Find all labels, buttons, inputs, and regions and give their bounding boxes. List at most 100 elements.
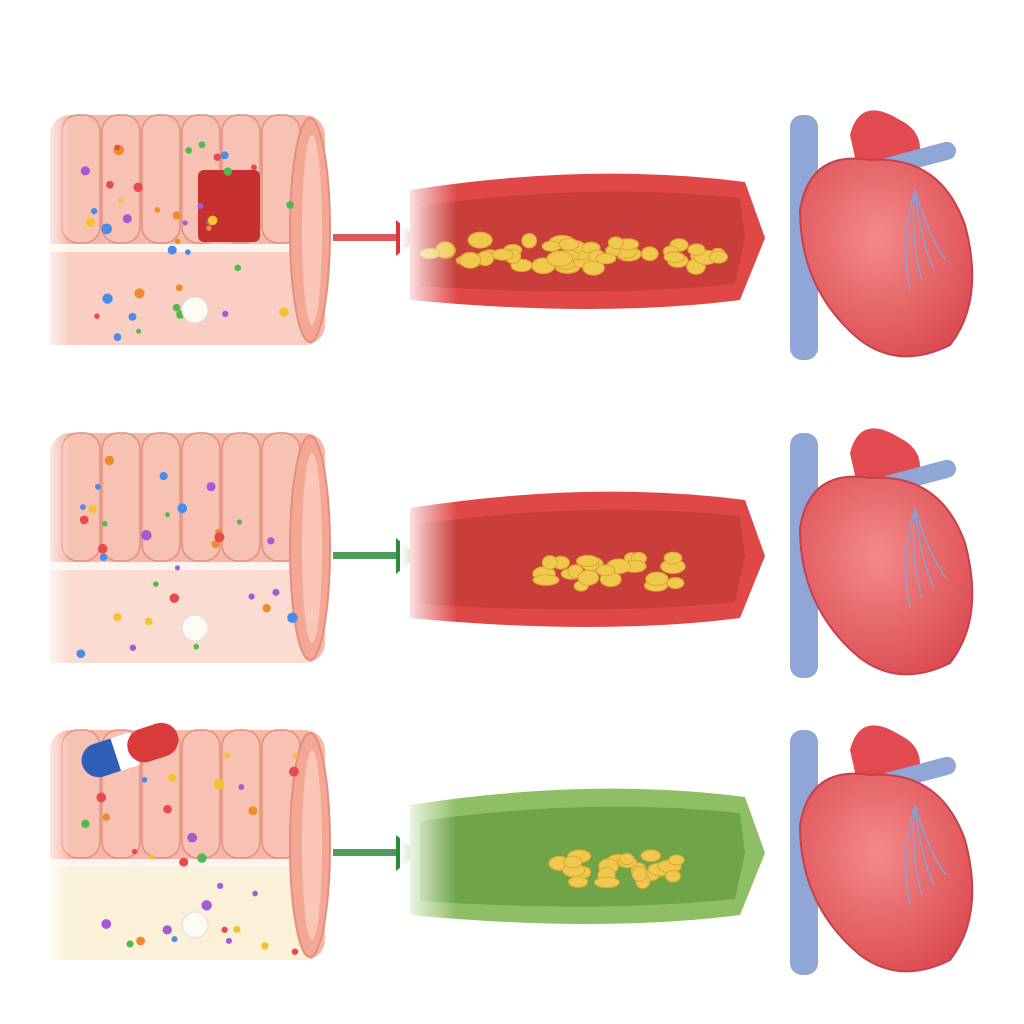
microbe-particle [177, 503, 188, 514]
heart-icon [790, 110, 974, 360]
heart-body [798, 157, 974, 358]
capsule-icon [81, 722, 179, 778]
heart-body [798, 772, 974, 973]
microbe-particle [171, 936, 178, 943]
microbe-particle [234, 264, 242, 272]
coronary-vessel [912, 507, 923, 599]
coronary-vessel [912, 804, 923, 896]
microbe-particle [187, 832, 198, 843]
microbe-particle [172, 211, 181, 220]
microbe-particle [163, 804, 172, 814]
microbe-particle [201, 900, 212, 911]
coronary-vessel [914, 189, 947, 261]
coronary-vessel [914, 804, 947, 876]
microbe-particle [167, 773, 177, 783]
intestinal-villus [221, 729, 261, 859]
heart-icon [790, 428, 974, 678]
diagram-row-3 [40, 722, 974, 975]
microbe-particle [169, 593, 180, 603]
microbe-particle [292, 753, 299, 759]
intestine-icon [40, 110, 331, 350]
microbe-particle [185, 249, 191, 256]
microbe-particle [272, 588, 280, 596]
intestine-layer-line [50, 562, 310, 570]
coronary-vessel [914, 507, 947, 579]
microbe-particle [291, 948, 299, 956]
blood-vessel-icon [400, 475, 780, 627]
lipid-droplet [181, 911, 209, 939]
microbe-particle [185, 147, 193, 154]
microbe-particle [174, 238, 181, 245]
microbe-particle [159, 472, 168, 481]
microbe-particle [236, 519, 243, 525]
arrow-shaft [333, 234, 398, 241]
microbe-particle [162, 925, 172, 935]
microbe-particle [224, 752, 231, 759]
microbe-particle [206, 225, 212, 231]
intestine-lumen [302, 750, 322, 940]
coronary-vessel [914, 507, 935, 589]
coronary-vessel [905, 189, 916, 291]
diagram-row-2 [40, 428, 974, 678]
microbe-particle [287, 612, 298, 624]
heart-icon [790, 725, 974, 975]
blood-vessel-icon [400, 157, 780, 309]
microbe-particle [225, 937, 232, 944]
fade-overlay [40, 110, 160, 350]
capsule-red-half [127, 722, 179, 763]
coronary-vessel [905, 507, 916, 609]
microbe-particle [213, 153, 221, 161]
microbe-particle [238, 784, 245, 790]
intestinal-villus [181, 432, 221, 562]
microbe-particle [233, 925, 241, 933]
blood-vessel-icon [400, 772, 780, 924]
microbe-particle [220, 151, 229, 160]
microbe-particle [221, 926, 228, 933]
microbe-particle [193, 643, 199, 650]
microbe-particle [250, 164, 257, 171]
microbe-particle [174, 565, 181, 571]
microbe-particle [211, 540, 220, 549]
microbe-particle [179, 857, 189, 867]
intestine-icon [40, 428, 331, 668]
intestine-cutaway [198, 170, 260, 242]
microbe-particle [206, 482, 216, 492]
coronary-vessel [912, 189, 923, 281]
microbe-particle [262, 603, 271, 613]
microbe-particle [222, 310, 229, 318]
intestine-icon [40, 725, 331, 965]
microbe-particle [217, 882, 224, 890]
intestine-layer-line [50, 244, 310, 252]
lipid-droplet [181, 614, 209, 642]
fade-overlay [40, 428, 160, 668]
microbe-particle [261, 942, 269, 950]
microbe-particle [164, 512, 170, 518]
microbe-particle [248, 806, 258, 816]
microbe-particle [267, 537, 275, 545]
microbe-particle [167, 245, 177, 255]
intestine-lumen [302, 453, 322, 643]
microbe-particle [248, 593, 255, 600]
microbe-particle [197, 853, 207, 863]
fade-overlay [400, 157, 780, 307]
coronary-vessel [914, 189, 935, 271]
intestinal-villus [221, 432, 261, 562]
microbe-particle [286, 201, 294, 209]
microbe-particle [207, 215, 218, 226]
microbe-particle [213, 779, 225, 790]
microbe-particle [279, 307, 289, 317]
arrow-shaft [333, 552, 398, 559]
coronary-vessel [905, 804, 916, 906]
heart-body [798, 475, 974, 676]
coronary-vessel [914, 804, 935, 886]
microbe-particle [252, 890, 258, 897]
arrow-shaft [333, 849, 398, 856]
microbe-particle [223, 167, 233, 176]
diagram-row-1 [40, 110, 974, 360]
microbe-particle [197, 203, 204, 210]
fade-overlay [400, 772, 780, 922]
lipid-droplet [181, 296, 209, 324]
microbe-particle [182, 220, 188, 226]
microbe-particle [175, 284, 183, 292]
